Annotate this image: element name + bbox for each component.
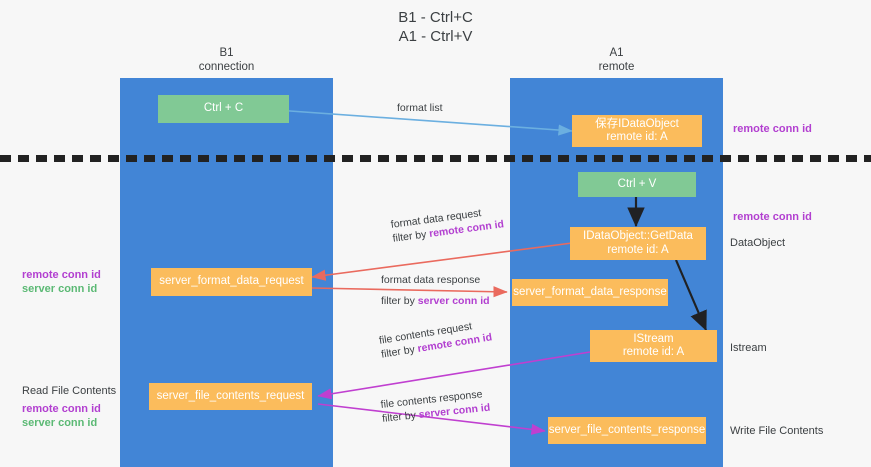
node-server-file-contents-response[interactable]: server_file_contents_response — [548, 417, 706, 444]
column-header-a1-name: A1 — [609, 47, 624, 59]
node-save-idataobject-subtitle: remote id: A — [606, 131, 668, 143]
node-ctrl-v-label: Ctrl + V — [617, 177, 657, 190]
annotation-left-conn-id-legend-2: remote conn id server conn id — [22, 402, 101, 430]
node-server-format-data-response-label: server_format_data_response — [513, 285, 667, 298]
edge-label-file-contents-response: file contents response filter by server … — [380, 388, 491, 425]
node-server-file-contents-response-label: server_file_contents_response — [548, 423, 706, 436]
node-save-idataobject[interactable]: 保存IDataObject remote id: A — [572, 115, 702, 147]
column-header-b1-name: B1 — [219, 47, 234, 59]
annotation-left-server-conn-id-2: server conn id — [22, 417, 98, 429]
node-idataobject-getdata-title: IDataObject::GetData — [583, 230, 693, 242]
edge-label-format-data-response-filter: filter by server conn id — [381, 295, 490, 307]
column-header-b1: B1 connection — [120, 46, 333, 74]
node-istream-subtitle: remote id: A — [622, 346, 685, 358]
node-server-format-data-request-label: server_format_data_request — [159, 275, 304, 288]
annotation-left-conn-id-legend: remote conn id server conn id — [22, 268, 101, 296]
page-title: B1 - Ctrl+C A1 - Ctrl+V — [0, 8, 871, 46]
annotation-dataobject: DataObject — [730, 237, 786, 249]
annotation-write-file-contents: Write File Contents — [730, 425, 824, 437]
node-istream-title: IStream — [633, 332, 674, 345]
edge-label-format-data-response: format data response filter by server co… — [381, 274, 490, 307]
node-server-format-data-response[interactable]: server_format_data_response — [512, 279, 668, 306]
annotation-remote-conn-id-mid: remote conn id — [733, 211, 812, 223]
annotation-left-remote-conn-id: remote conn id — [22, 269, 101, 281]
node-idataobject-getdata-subtitle: remote id: A — [607, 243, 669, 256]
annotation-read-file-contents: Read File Contents — [22, 385, 117, 397]
node-save-idataobject-title: 保存IDataObject — [595, 117, 679, 130]
node-server-file-contents-request[interactable]: server_file_contents_request — [149, 383, 312, 410]
edge-label-file-contents-request: file contents request filter by remote c… — [378, 320, 493, 361]
node-ctrl-c-label: Ctrl + C — [203, 102, 244, 115]
node-ctrl-v[interactable]: Ctrl + V — [578, 172, 696, 197]
column-header-a1: A1 remote — [510, 46, 723, 74]
annotation-istream: Istream — [730, 342, 767, 354]
column-header-b1-role: connection — [198, 61, 255, 73]
title-line-1: B1 - Ctrl+C — [398, 9, 473, 26]
node-server-file-contents-request-label: server_file_contents_request — [156, 389, 305, 402]
title-line-2: A1 - Ctrl+V — [398, 28, 473, 45]
phase-divider — [0, 155, 871, 162]
annotation-left-remote-conn-id-2: remote conn id — [22, 403, 101, 415]
node-idataobject-getdata[interactable]: IDataObject::GetData remote id: A — [570, 227, 706, 260]
column-header-a1-role: remote — [598, 61, 635, 73]
node-server-format-data-request[interactable]: server_format_data_request — [151, 268, 312, 296]
node-ctrl-c[interactable]: Ctrl + C — [158, 95, 289, 123]
annotation-left-server-conn-id: server conn id — [22, 283, 98, 295]
edge-label-format-data-request: format data request filter by remote con… — [390, 207, 505, 245]
annotation-remote-conn-id-top: remote conn id — [733, 123, 812, 135]
edge-label-format-list: format list — [397, 102, 443, 114]
node-istream[interactable]: IStream remote id: A — [590, 330, 717, 362]
